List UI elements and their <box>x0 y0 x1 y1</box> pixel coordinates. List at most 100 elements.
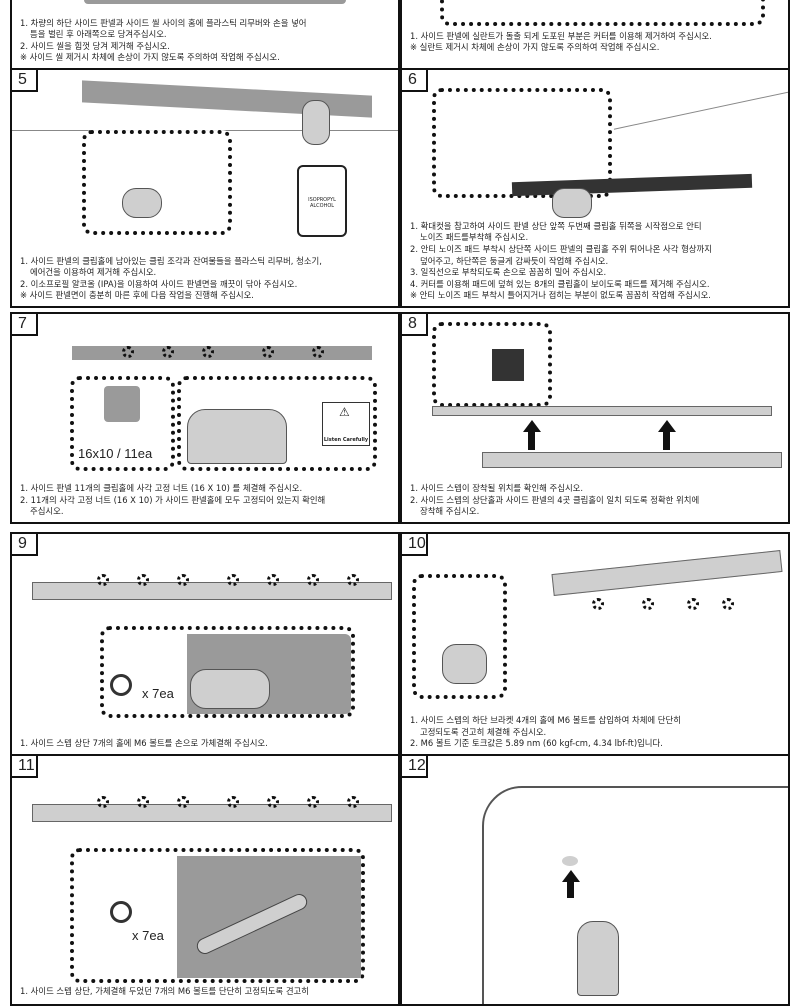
bolt-hole-marker <box>137 574 149 586</box>
instruction-line: 고정되도록 견고히 체결해 주십시오. <box>420 726 547 737</box>
bolt-icon <box>110 901 132 923</box>
bolt-hole-marker <box>642 598 654 610</box>
instruction-line: 4. 커터를 이용해 패드에 덮혀 있는 8개의 클립홀이 보이도록 패드를 제… <box>410 278 710 289</box>
clip-hole-marker <box>162 346 174 358</box>
glove-hand <box>122 188 162 218</box>
bolt-hole-marker <box>592 598 604 610</box>
step-5-panel: 5 ISOPROPYL ALCOHOL 1. 사이드 판넬의 클립홀에 남아있는… <box>10 68 400 308</box>
step-4-panel: 1. 사이드 판넬에 실란트가 돌출 되게 도포된 부분은 커터를 이용해 제거… <box>400 0 790 70</box>
bolt-hole-marker <box>97 574 109 586</box>
part-quantity-label: x 7ea <box>142 686 174 701</box>
instruction-note: ※ 안티 노이즈 패드 부착시 틀어지거나 접히는 부분이 없도록 꼼꼼히 작업… <box>410 290 711 301</box>
arrow-up-icon <box>523 420 541 432</box>
bolt-hole-marker <box>722 598 734 610</box>
step-9-panel: 9 x 7ea 1. 사이드 스텝 상단 7개의 홀에 M6 볼트를 손으로 가… <box>10 532 400 756</box>
step-7-instructions: 1. 사이드 판넬 11개의 클립홀에 사각 고정 너트 (16 X 10) 를… <box>20 483 392 518</box>
wheel-arch <box>482 786 788 1004</box>
detail-callout <box>440 0 765 26</box>
step-10-panel: 10 1. 사이드 스텝의 하단 브라켓 4개의 홀에 M6 볼트를 삽입하여 … <box>400 532 790 756</box>
instruction-line: 1. 사이드 스텝 상단, 가체결해 두었던 7개의 M6 볼트를 단단히 고정… <box>20 986 309 997</box>
bolt-hole-marker <box>347 796 359 808</box>
part-quantity-label: 16x10 / 11ea <box>78 446 153 461</box>
arrow-up-icon <box>562 870 580 882</box>
side-step <box>32 804 392 822</box>
glove-hand <box>190 669 270 709</box>
step-number: 7 <box>12 314 38 336</box>
step-6-instructions: 1. 확대컷을 참고하여 사이드 판넬 상단 앞쪽 두번째 클립홀 뒤쪽을 시작… <box>410 220 782 302</box>
glove-hand <box>302 100 330 145</box>
bolt-hole-marker <box>347 574 359 586</box>
instruction-line: 1. 사이드 판넬 11개의 클립홀에 사각 고정 너트 (16 X 10) 를… <box>20 483 303 494</box>
step-9-instructions: 1. 사이드 스텝 상단 7개의 홀에 M6 볼트를 손으로 가체결해 주십시오… <box>20 738 392 750</box>
warning-label: Listen Carefully <box>323 437 369 443</box>
bolt-hole-marker <box>227 796 239 808</box>
step-4-instructions: 1. 사이드 판넬에 실란트가 돌출 되게 도포된 부분은 커터를 이용해 제거… <box>410 30 782 54</box>
side-panel <box>72 346 372 360</box>
step-number: 12 <box>402 756 428 778</box>
step-5-instructions: 1. 사이드 판넬의 클립홀에 남아있는 클립 조각과 잔여물들을 플라스틱 리… <box>20 255 392 302</box>
body-line <box>613 91 788 130</box>
bolt-icon <box>110 674 132 696</box>
instruction-note: ※ 사이드 씰 제거시 차체에 손상이 가지 않도록 주의하여 작업해 주십시오… <box>20 52 280 63</box>
detail-callout <box>82 130 232 235</box>
instruction-line: 1. 사이드 스텝이 장착될 위치를 확인해 주십시오. <box>410 483 584 494</box>
step-10-instructions: 1. 사이드 스텝의 하단 브라켓 4개의 홀에 M6 볼트를 삽입하여 차체에… <box>410 715 782 750</box>
instruction-line: 에어건을 이용하여 제거해 주십시오. <box>30 267 157 278</box>
instruction-line: 2. M6 볼트 기준 토크값은 5.89 nm (60 kgf-cm, 4.3… <box>410 738 663 749</box>
clip-hole-marker <box>262 346 274 358</box>
clip-hole-marker <box>312 346 324 358</box>
bottle-label: ISOPROPYL ALCOHOL <box>308 197 336 209</box>
instruction-line: 1. 사이드 스텝 상단 7개의 홀에 M6 볼트를 손으로 가체결해 주십시오… <box>20 738 268 749</box>
instruction-line: 2. 사이드 스텝의 상단홀과 사이드 판넬의 4곳 클립홀이 일치 되도록 정… <box>410 494 700 505</box>
bolt-hole-marker <box>267 796 279 808</box>
instruction-line: 1. 차량의 하단 사이드 판넬과 사이드 씰 사이의 홈에 플라스틱 리무버와… <box>20 17 307 28</box>
instruction-line: 1. 사이드 스텝의 하단 브라켓 4개의 홀에 M6 볼트를 삽입하여 차체에… <box>410 715 681 726</box>
side-step <box>32 582 392 600</box>
listen-carefully-badge: ⚠ Listen Carefully <box>322 402 370 446</box>
side-step <box>551 550 783 596</box>
instruction-line: 2. 11개의 사각 고정 너트 (16 X 10) 가 사이드 판넬홀에 모두… <box>20 494 326 505</box>
arrow-up-icon <box>658 420 676 432</box>
instruction-line: 노이즈 패드를부착해 주십시오. <box>420 232 529 243</box>
instruction-line: 덮어주고, 하단쪽은 둥글게 감싸듯이 작업해 주십시오. <box>420 255 609 266</box>
instruction-line: 3. 일직선으로 부착되도록 손으로 꼼꼼히 밀어 주십시오. <box>410 267 607 278</box>
side-step <box>482 452 782 468</box>
side-sill-illustration <box>84 0 346 4</box>
bolt-hole-marker <box>307 796 319 808</box>
glove-hand <box>577 921 619 996</box>
step-8-panel: 8 1. 사이드 스텝이 장착될 위치를 확인해 주십시오. 2. 사이드 스텝… <box>400 312 790 524</box>
step-number: 5 <box>12 70 38 92</box>
instruction-line: 1. 사이드 판넬의 클립홀에 남아있는 클립 조각과 잔여물들을 플라스틱 리… <box>20 255 322 266</box>
step-11-instructions: 1. 사이드 스텝 상단, 가체결해 두었던 7개의 M6 볼트를 단단히 고정… <box>20 986 392 998</box>
step-11-panel: 11 x 7ea 1. 사이드 스텝 상단, 가체결해 두었던 7개의 M6 볼… <box>10 754 400 1006</box>
bolt-hole-marker <box>137 796 149 808</box>
glove-hand <box>187 409 287 464</box>
bolt-hole-marker <box>177 796 189 808</box>
instruction-note: ※ 사이드 판넬면이 충분히 마른 후에 다음 작업을 진행해 주십시오. <box>20 290 254 301</box>
step-number: 9 <box>12 534 38 556</box>
clip-hole-marker <box>202 346 214 358</box>
step-8-instructions: 1. 사이드 스텝이 장착될 위치를 확인해 주십시오. 2. 사이드 스텝의 … <box>410 483 782 518</box>
bolt-hole-marker <box>97 796 109 808</box>
side-panel <box>432 406 772 416</box>
instruction-line: 장착해 주십시오. <box>420 506 480 517</box>
step-12-panel: 12 <box>400 754 790 1006</box>
step-3-instructions: 1. 차량의 하단 사이드 판넬과 사이드 씰 사이의 홈에 플라스틱 리무버와… <box>20 17 392 64</box>
glove-hand <box>552 188 592 218</box>
bolt-hole-marker <box>307 574 319 586</box>
instruction-line: 2. 사이드 씰을 힘껏 당겨 제거해 주십시오. <box>20 40 170 51</box>
instruction-line: 주십시오. <box>30 506 64 517</box>
warning-icon: ⚠ <box>339 405 350 419</box>
bracket-hole <box>562 856 578 866</box>
alcohol-bottle: ISOPROPYL ALCOHOL <box>297 165 347 237</box>
bolt-hole-marker <box>177 574 189 586</box>
clip-hole-marker <box>122 346 134 358</box>
clip-detail <box>492 349 524 381</box>
step-3-panel: 1. 차량의 하단 사이드 판넬과 사이드 씰 사이의 홈에 플라스틱 리무버와… <box>10 0 400 70</box>
step-6-panel: 6 1. 확대컷을 참고하여 사이드 판넬 상단 앞쪽 두번째 클립홀 뒤쪽을 … <box>400 68 790 308</box>
bolt-hole-marker <box>267 574 279 586</box>
arrow-up-icon <box>567 882 574 898</box>
step-number: 6 <box>402 70 428 92</box>
instruction-line: 1. 확대컷을 참고하여 사이드 판넬 상단 앞쪽 두번째 클립홀 뒤쪽을 시작… <box>410 220 702 231</box>
bolt-hole-marker <box>687 598 699 610</box>
